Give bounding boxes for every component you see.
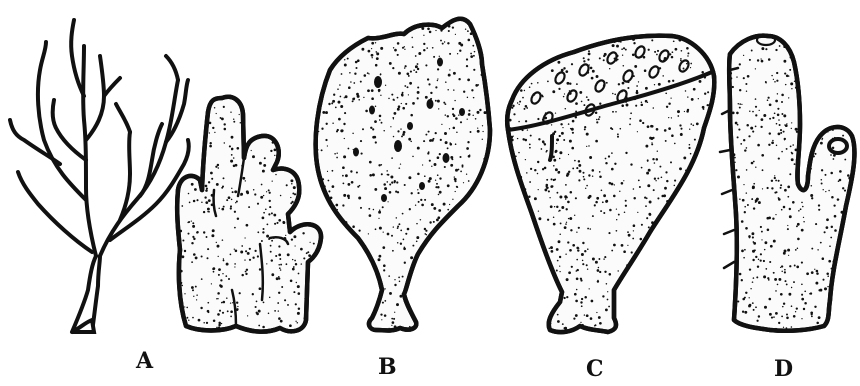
- sponge-a-branching: [10, 20, 189, 332]
- label-c: C: [586, 356, 604, 382]
- sponge-c-capped: [503, 31, 719, 335]
- label-a: A: [136, 348, 153, 374]
- sponge-a-lobed: [175, 95, 325, 336]
- sponge-b-vase: [313, 13, 492, 335]
- label-d: D: [774, 356, 793, 382]
- label-b: B: [378, 354, 397, 380]
- sponge-d-finger: [720, 31, 860, 334]
